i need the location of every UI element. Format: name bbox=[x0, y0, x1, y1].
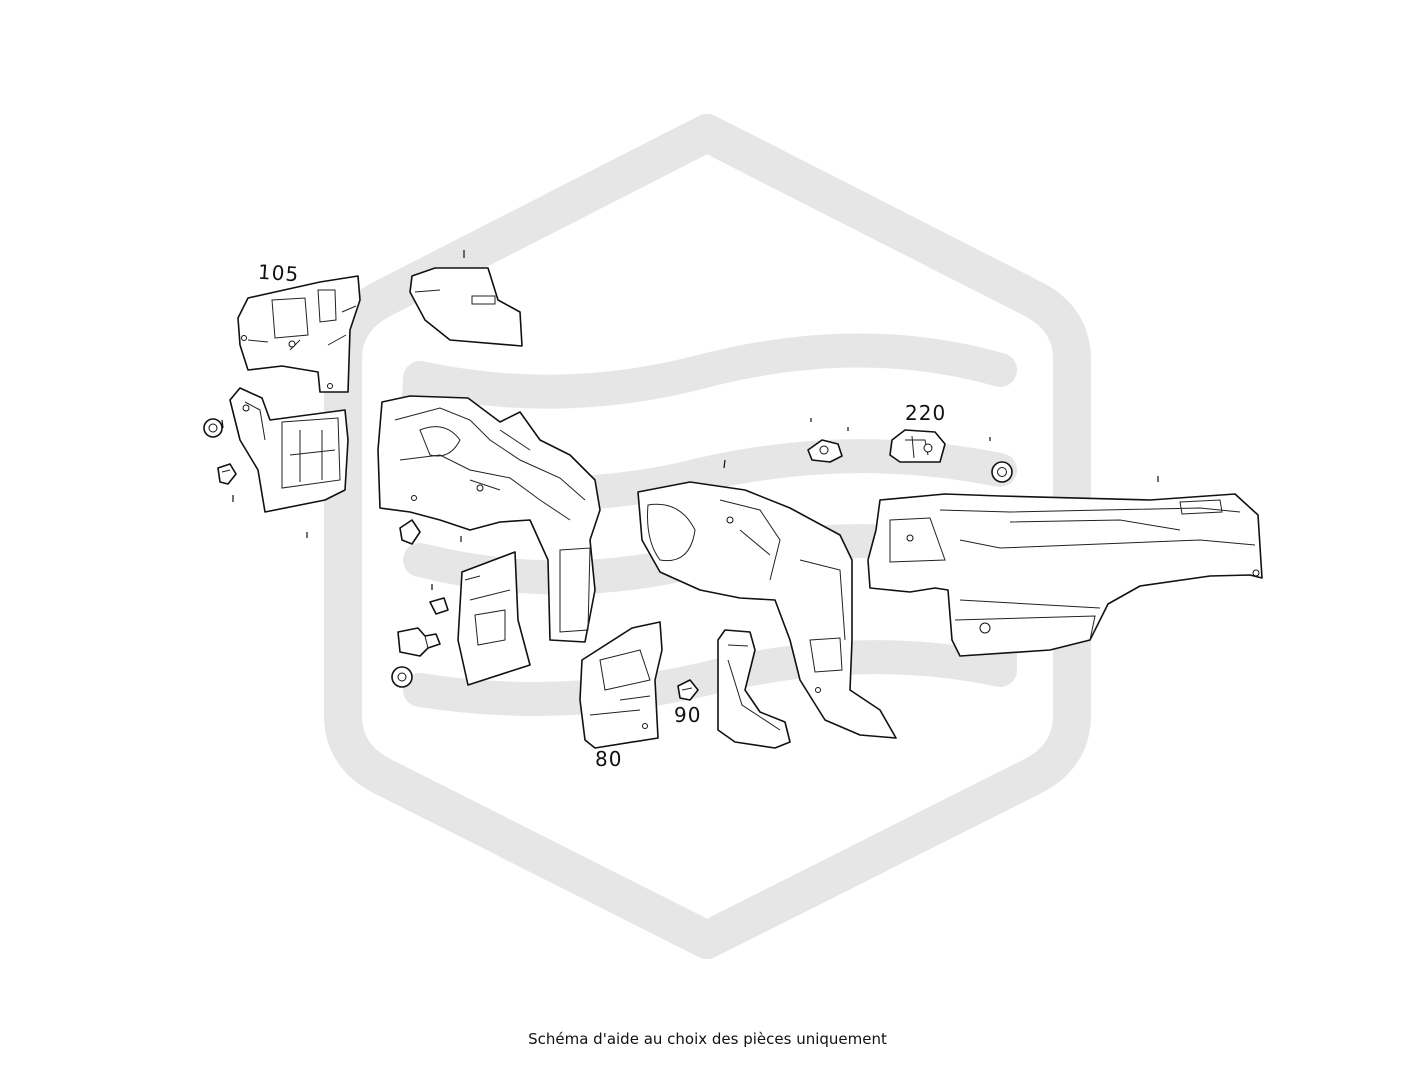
wheel-arch-liner-center[interactable] bbox=[637, 481, 897, 739]
fastener-nut-left[interactable] bbox=[203, 418, 223, 438]
callout-90: 90 bbox=[674, 703, 701, 727]
part-220-bracket[interactable] bbox=[889, 429, 946, 463]
leader-ticks bbox=[221, 250, 1159, 590]
splash-shield-center[interactable] bbox=[457, 551, 531, 686]
fastener-nut-center[interactable] bbox=[807, 439, 843, 463]
part-80-panel[interactable] bbox=[579, 621, 663, 749]
air-duct[interactable] bbox=[717, 629, 791, 749]
fastener-clip-mid[interactable] bbox=[399, 519, 421, 545]
fastener-nut-lower-left[interactable] bbox=[391, 666, 413, 688]
heat-shield-top[interactable] bbox=[409, 267, 523, 347]
callout-105: 105 bbox=[257, 260, 300, 287]
diagram-caption: Schéma d'aide au choix des pièces unique… bbox=[528, 1030, 887, 1048]
front-rail-assembly[interactable] bbox=[867, 493, 1263, 657]
fastener-bolt-left[interactable] bbox=[397, 627, 441, 657]
fastener-clip-small[interactable] bbox=[429, 597, 449, 615]
fastener-clip-left[interactable] bbox=[217, 463, 237, 485]
part-90-clip[interactable] bbox=[677, 679, 699, 701]
callout-220: 220 bbox=[905, 401, 946, 425]
callout-80: 80 bbox=[595, 747, 622, 771]
part-105-lower-bracket[interactable] bbox=[229, 387, 349, 513]
fastener-nut-right[interactable] bbox=[991, 461, 1013, 483]
wheel-arch-liner-left[interactable] bbox=[377, 395, 601, 643]
part-105-upper-bracket[interactable] bbox=[237, 275, 361, 393]
